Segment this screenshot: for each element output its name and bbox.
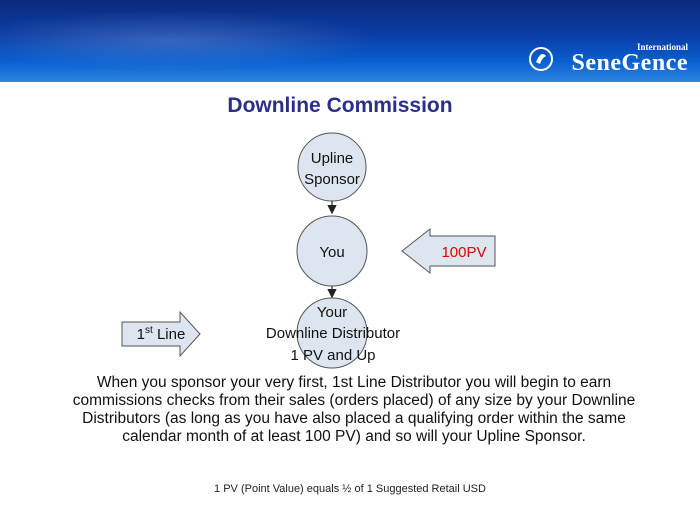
logo-international-text: International: [636, 42, 688, 52]
header-banner: International SeneGence: [0, 0, 700, 82]
downline-distributor-node: [296, 297, 368, 369]
you-label: You: [319, 244, 344, 261]
upline-sponsor-node: [297, 132, 367, 202]
page-title: Downline Commission: [227, 94, 453, 117]
first-line-arrow: [121, 310, 201, 358]
downline-label-line2: Downline Distributor: [266, 325, 400, 342]
first-line-label: 1st Line: [137, 325, 186, 343]
header-shine: [0, 10, 380, 70]
first-line-word: Line: [153, 326, 186, 343]
you-node: [296, 215, 368, 287]
pv-footnote: 1 PV (Point Value) equals ½ of 1 Suggest…: [214, 483, 486, 495]
senegence-logo: International SeneGence: [528, 42, 688, 78]
pv-callout-label: 100PV: [441, 244, 486, 261]
first-line-number: 1: [137, 326, 145, 343]
downline-label-line3: 1 PV and Up: [290, 347, 375, 364]
explanation-text: When you sponsor your very first, 1st Li…: [72, 374, 636, 445]
logo-mark-icon: [529, 47, 553, 71]
upline-label-line2: Sponsor: [304, 171, 360, 188]
logo-wordmark: SeneGence: [571, 50, 688, 76]
pv-arrow-callout: [401, 227, 496, 275]
upline-label-line1: Upline: [311, 150, 354, 167]
downline-label-line1: Your: [317, 304, 347, 321]
first-line-superscript: st: [145, 325, 153, 336]
